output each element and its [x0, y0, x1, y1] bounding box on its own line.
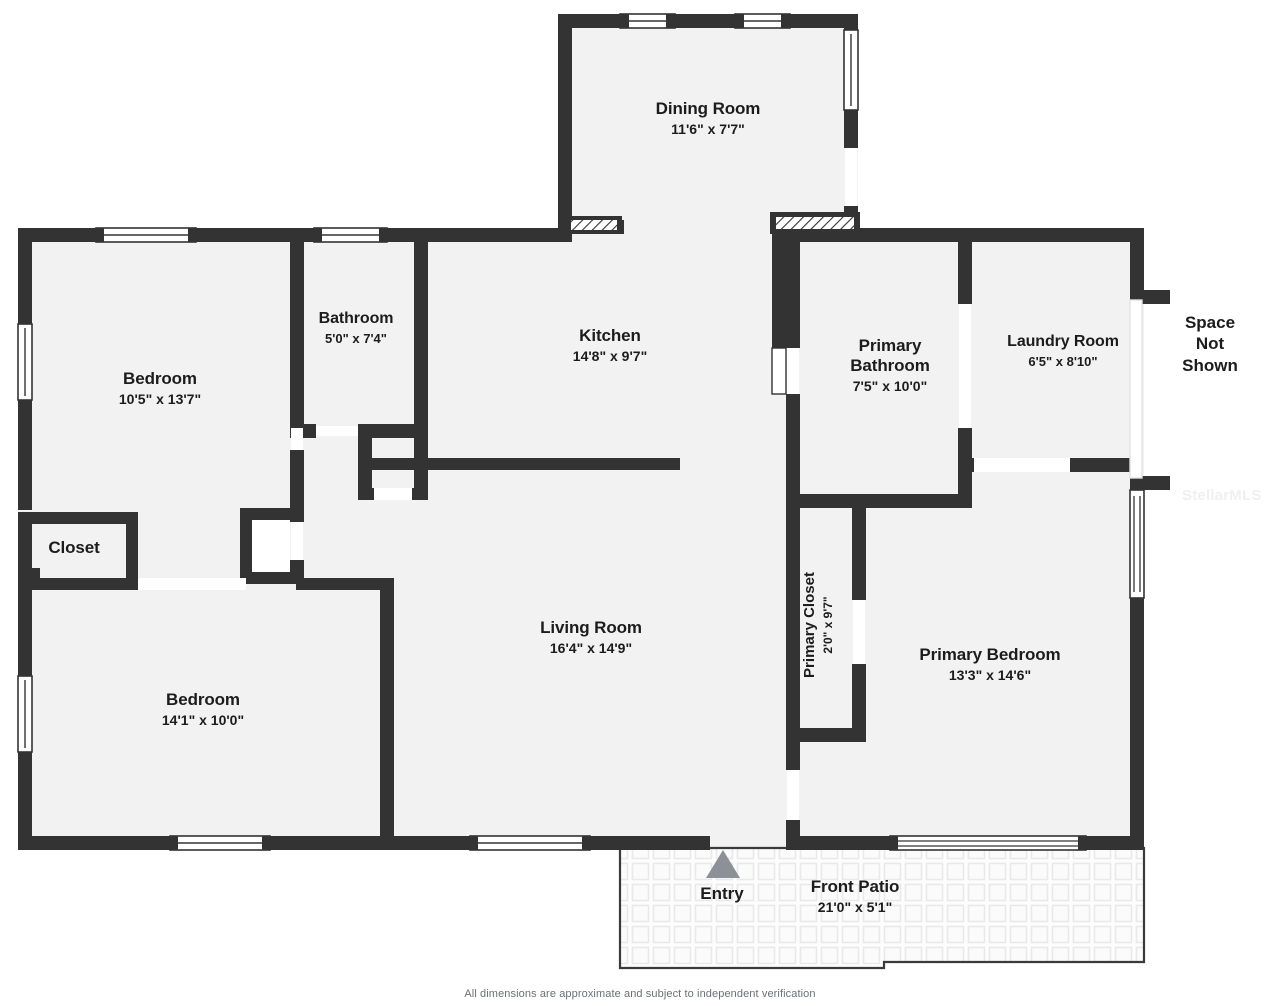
- window: [889, 835, 1087, 851]
- disclaimer-text: All dimensions are approximate and subje…: [464, 988, 816, 1000]
- window: [313, 227, 388, 243]
- door-openings: [138, 304, 1070, 820]
- footprint-cutouts: [0, 290, 1184, 580]
- window: [843, 29, 859, 111]
- window: [1129, 489, 1145, 599]
- entry-marker-icon: [706, 850, 740, 878]
- room-fills: [18, 14, 1144, 848]
- arch-opening: [770, 212, 860, 234]
- arch-opening: [566, 216, 622, 234]
- window: [771, 347, 787, 395]
- window: [169, 835, 271, 851]
- window: [17, 675, 33, 753]
- window: [95, 227, 197, 243]
- window: [469, 835, 591, 851]
- window: [619, 13, 676, 29]
- hatched-openings: [566, 212, 860, 234]
- window: [17, 323, 33, 401]
- window: [1129, 299, 1143, 479]
- window: [734, 13, 791, 29]
- windows: [17, 13, 1145, 851]
- front-patio-area: [618, 846, 1146, 970]
